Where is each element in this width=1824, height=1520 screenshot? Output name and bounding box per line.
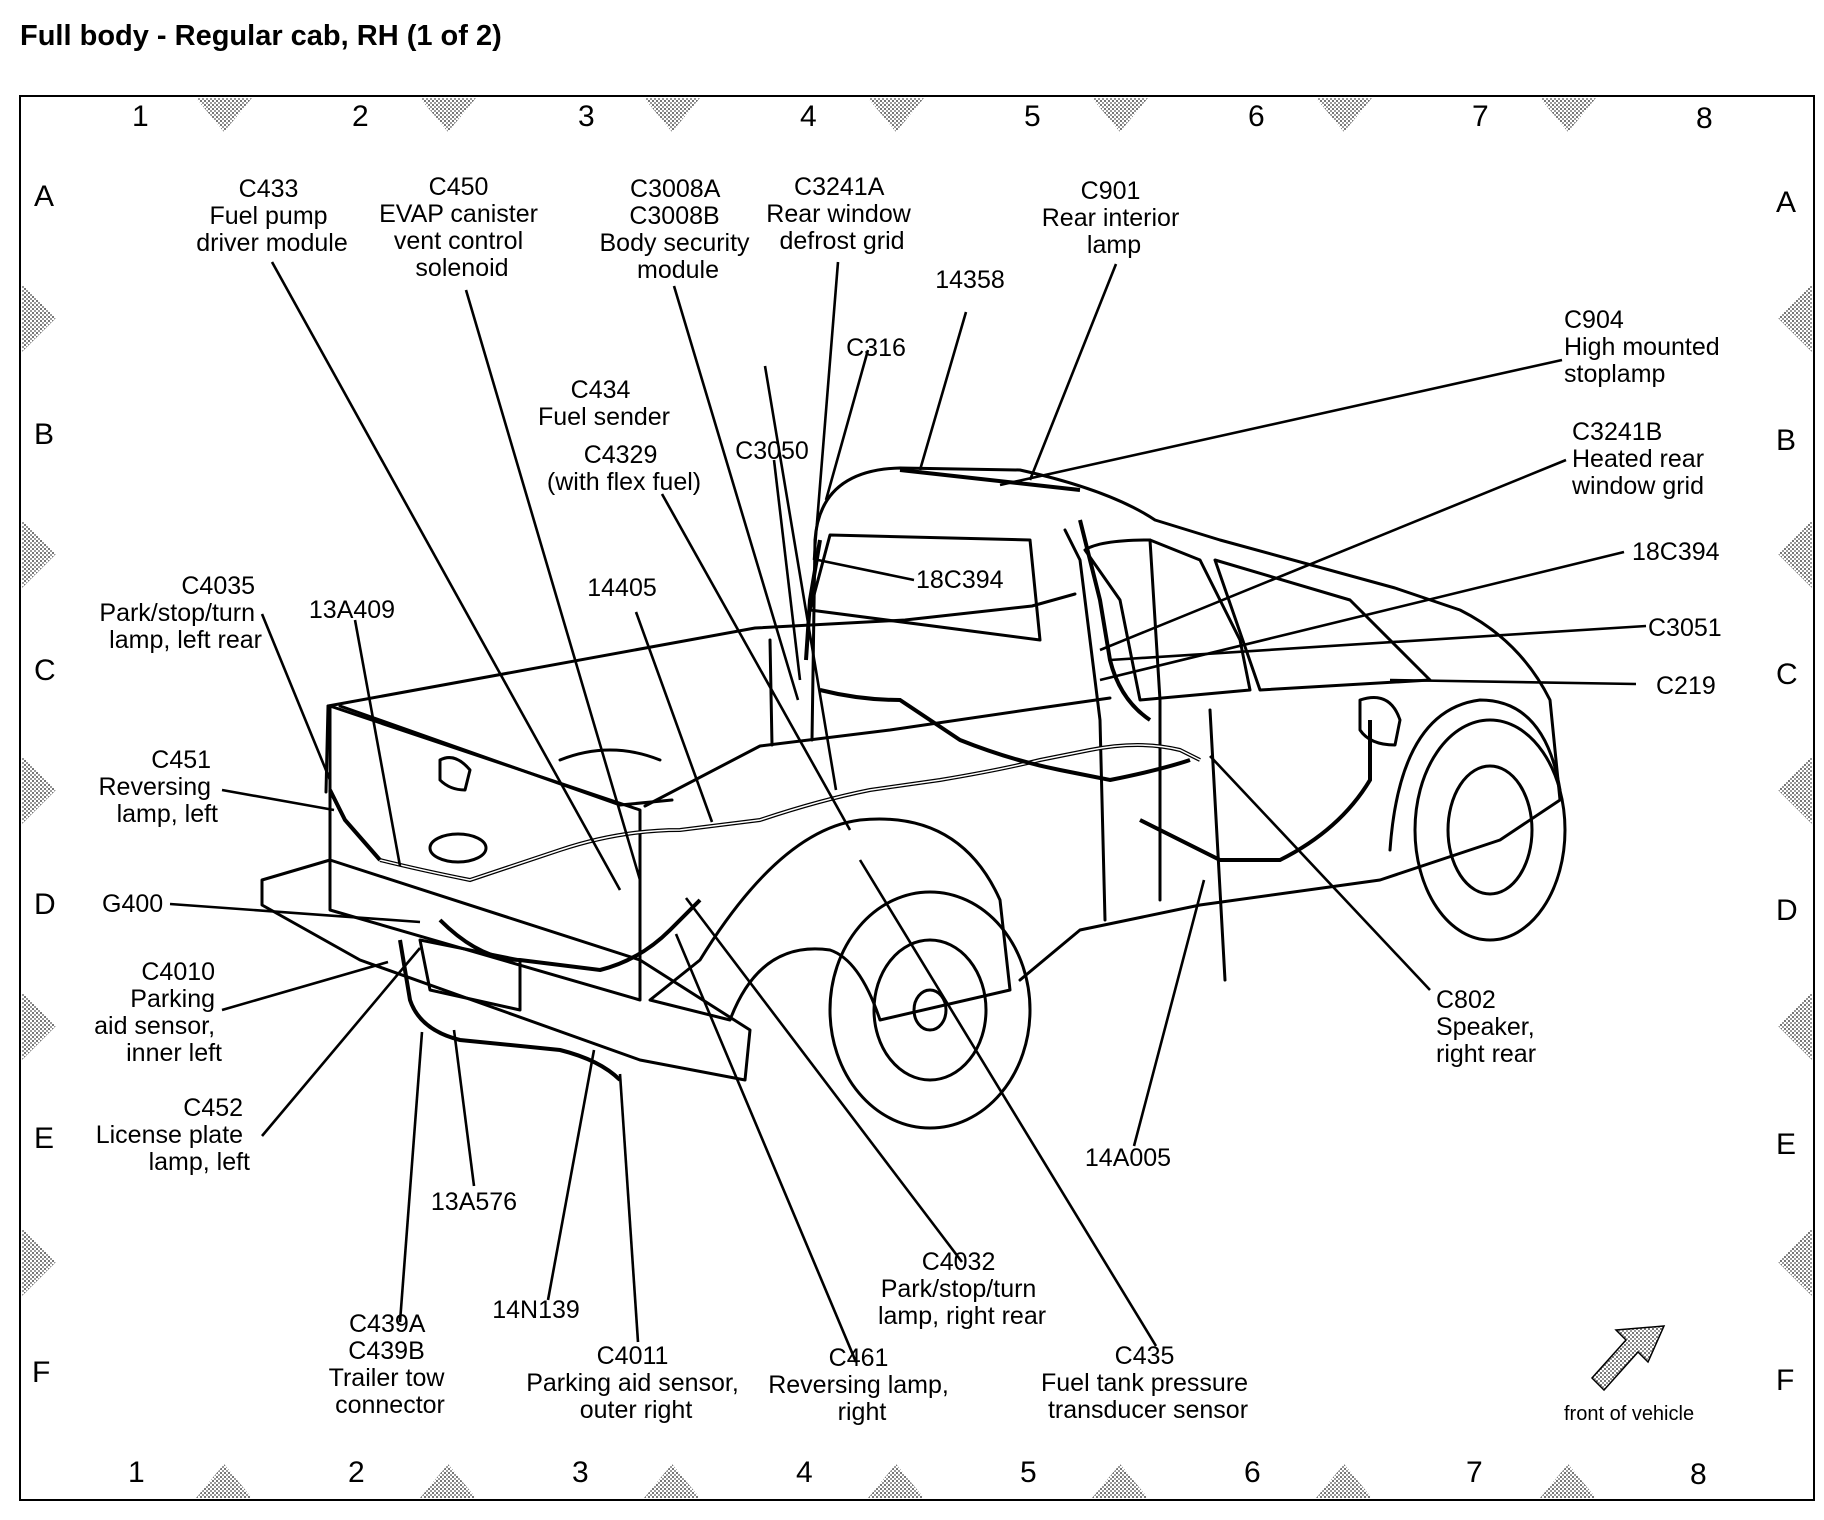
truck-illustration — [260, 466, 1567, 1130]
label-c450: C450 EVAP canister vent control solenoid — [379, 173, 545, 282]
row-label-left-C: C — [34, 654, 56, 687]
col-label-top-3: 3 — [578, 100, 595, 133]
row-label-right-C: C — [1776, 658, 1798, 691]
label-c4010: C4010 Parking aid sensor, inner left — [94, 958, 222, 1067]
col-label-bottom-3: 3 — [572, 1456, 589, 1489]
label-c435: C435 Fuel tank pressure transducer senso… — [1041, 1342, 1255, 1424]
label-c433: C433 Fuel pump driver module — [196, 175, 347, 257]
col-label-top-5: 5 — [1024, 100, 1041, 133]
label-c3051: C3051 — [1648, 614, 1722, 642]
col-label-top-4: 4 — [800, 100, 817, 133]
label-c451: C451 Reversing lamp, left — [98, 746, 218, 828]
label-18c394-right: 18C394 — [1632, 538, 1720, 566]
col-label-top-1: 1 — [132, 100, 149, 133]
label-c904: C904 High mounted stoplamp — [1564, 306, 1727, 388]
front-of-vehicle-label: front of vehicle — [1564, 1403, 1694, 1425]
row-label-left-A: A — [34, 180, 54, 213]
label-c4035: C4035 Park/stop/turn lamp, left rear — [99, 572, 262, 654]
page-title: Full body - Regular cab, RH (1 of 2) — [20, 20, 502, 52]
row-label-left-E: E — [34, 1122, 54, 1155]
row-label-left-B: B — [34, 418, 54, 451]
callouts: C433 Fuel pump driver module C450 EVAP c… — [94, 173, 1727, 1426]
col-label-top-7: 7 — [1472, 100, 1489, 133]
label-14405: 14405 — [587, 574, 657, 602]
label-c439: C439A C439B Trailer tow connector — [329, 1310, 452, 1419]
grid-labels: 1 2 3 4 5 6 7 8 1 2 3 4 5 6 7 8 A B C D … — [32, 100, 1798, 1491]
label-c3241a: C3241A Rear window defrost grid — [766, 173, 917, 255]
col-label-bottom-6: 6 — [1244, 1456, 1261, 1489]
label-c4011: C4011 Parking aid sensor, outer right — [526, 1342, 746, 1424]
col-label-bottom-1: 1 — [128, 1456, 145, 1489]
label-c452: C452 License plate lamp, left — [96, 1094, 250, 1176]
wiring-harness — [328, 468, 1372, 1082]
grid-markers — [22, 98, 1812, 1498]
col-label-bottom-5: 5 — [1020, 1456, 1037, 1489]
label-c901: C901 Rear interior lamp — [1042, 177, 1187, 259]
col-label-bottom-2: 2 — [348, 1456, 365, 1489]
label-g400: G400 — [102, 890, 163, 918]
front-of-vehicle-indicator: front of vehicle — [1564, 1325, 1694, 1425]
col-label-top-6: 6 — [1248, 100, 1265, 133]
label-13a576: 13A576 — [431, 1188, 517, 1216]
label-c316: C316 — [846, 334, 906, 362]
label-14358: 14358 — [935, 266, 1005, 294]
label-c461: C461 Reversing lamp, right — [768, 1344, 956, 1426]
col-label-top-2: 2 — [352, 100, 369, 133]
label-c3050: C3050 — [735, 437, 809, 465]
label-18c394-mid: 18C394 — [916, 566, 1004, 594]
col-label-bottom-4: 4 — [796, 1456, 813, 1489]
diagram-frame — [19, 95, 1815, 1501]
col-label-bottom-8: 8 — [1690, 1458, 1707, 1491]
col-label-top-8: 8 — [1696, 102, 1713, 135]
label-c3241b: C3241B Heated rear window grid — [1571, 418, 1711, 500]
label-14n139: 14N139 — [492, 1296, 580, 1324]
row-label-right-F: F — [1776, 1364, 1794, 1397]
row-label-right-B: B — [1776, 424, 1796, 457]
label-c3008: C3008A C3008B Body security module — [599, 175, 756, 284]
label-14a005: 14A005 — [1085, 1144, 1171, 1172]
arrow-icon — [1590, 1325, 1666, 1392]
row-label-right-D: D — [1776, 894, 1798, 927]
label-13a409: 13A409 — [309, 596, 395, 624]
label-c4032: C4032 Park/stop/turn lamp, right rear — [878, 1248, 1046, 1330]
label-c802: C802 Speaker, right rear — [1436, 986, 1542, 1068]
row-label-right-E: E — [1776, 1128, 1796, 1161]
row-label-left-D: D — [34, 888, 56, 921]
label-c219: C219 — [1656, 672, 1716, 700]
leader-lines — [169, 261, 1647, 1363]
label-c4329: C4329 (with flex fuel) — [547, 441, 701, 496]
col-label-bottom-7: 7 — [1466, 1456, 1483, 1489]
row-label-right-A: A — [1776, 186, 1796, 219]
label-c434: C434 Fuel sender — [538, 376, 670, 431]
row-label-left-F: F — [32, 1356, 50, 1389]
